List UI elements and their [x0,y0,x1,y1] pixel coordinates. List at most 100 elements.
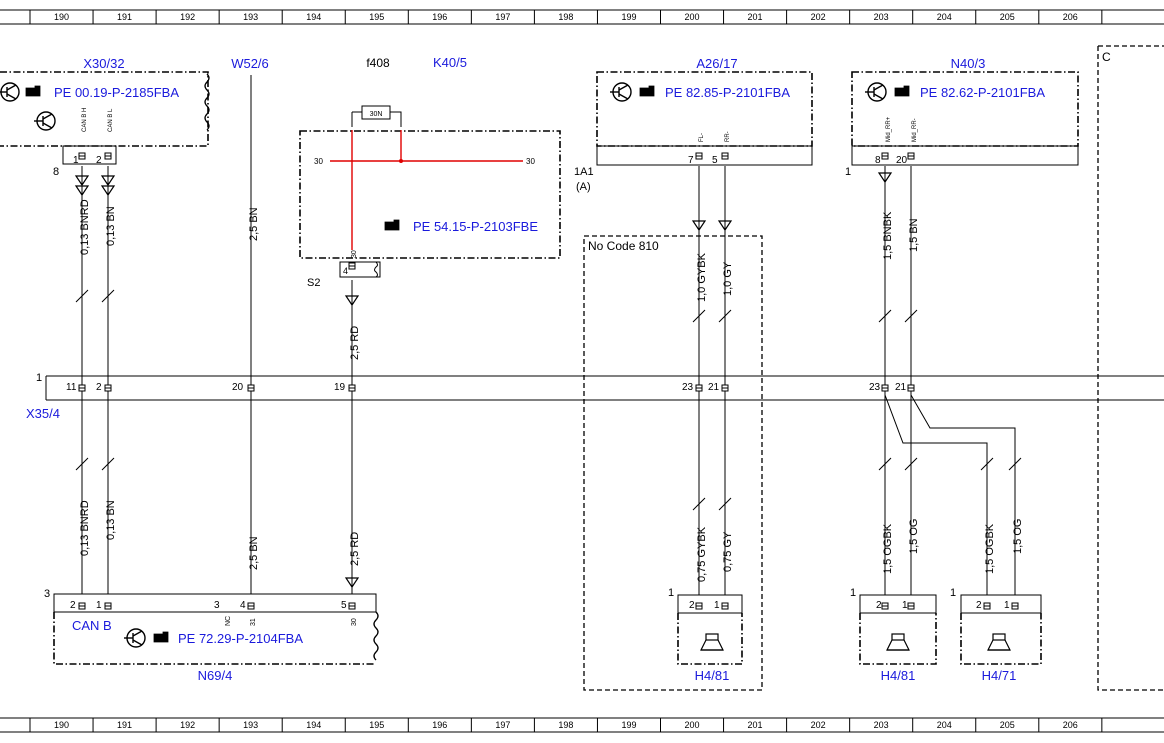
svg-text:30: 30 [526,157,535,166]
ruler-label: 205 [1000,12,1015,22]
svg-text:2: 2 [96,155,102,166]
ground-symbol-icon [123,628,146,648]
ruler-label: 190 [54,720,69,730]
wires [75,75,1022,610]
pointing-hand-icon [153,631,169,643]
speaker-icon [700,633,724,651]
svg-text:1,5 BNBK: 1,5 BNBK [882,211,894,260]
svg-text:8: 8 [875,155,881,166]
svg-text:11: 11 [66,382,77,393]
svg-text:1,5 OGBK: 1,5 OGBK [984,523,996,574]
svg-text:1,5 OG: 1,5 OG [1012,519,1024,554]
svg-text:0,75 GYBK: 0,75 GYBK [696,526,708,582]
speaker-icon [987,633,1011,651]
ruler-label: 194 [306,12,321,22]
svg-text:1,0 GY: 1,0 GY [722,261,734,296]
ruler-label: 203 [874,12,889,22]
n69-4-component: 3 2 1 3 4 5 NC 31 30 CAN B PE 72.29-P-21… [44,588,379,683]
ruler-label: 192 [180,720,195,730]
ruler-label: 203 [874,720,889,730]
a26-17-ref: PE 82.85-P-2101FBA [665,85,790,100]
ruler-label: 198 [558,720,573,730]
svg-text:23: 23 [682,382,694,393]
n40-3-label: N40/3 [951,56,986,71]
ruler-label: 195 [369,720,384,730]
svg-text:No Code 810: No Code 810 [588,239,659,253]
svg-text:21: 21 [708,382,720,393]
h4-81-label: H4/81 [881,668,916,683]
svg-text:CAN B H: CAN B H [82,108,88,132]
svg-text:2,5 BN: 2,5 BN [248,207,260,241]
pointing-hand-icon [25,85,41,97]
svg-text:1: 1 [1004,600,1010,611]
svg-text:Mid_RR+: Mid_RR+ [886,116,892,142]
ruler-label: 191 [117,720,132,730]
wire-labels: 0,13 BNRD 0,13 BN 2,5 BN 2,5 RD 1,0 GYBK… [79,199,1024,582]
svg-text:1: 1 [950,587,956,599]
svg-text:3: 3 [214,600,220,611]
ruler-label: 200 [685,12,700,22]
ruler-label: 193 [243,12,258,22]
x30-32-ref: PE 00.19-P-2185FBA [54,85,179,100]
ruler-label: 199 [621,12,636,22]
x35-4-label: X35/4 [26,406,60,421]
svg-text:7: 7 [688,155,694,166]
svg-text:FL-: FL- [699,133,705,142]
svg-text:5: 5 [341,600,347,611]
n40-3-ref: PE 82.62-P-2101FBA [920,85,1045,100]
svg-text:1,5 OGBK: 1,5 OGBK [882,523,894,574]
svg-text:8: 8 [53,166,59,178]
ruler-label: 197 [495,720,510,730]
ruler-label: 200 [685,720,700,730]
svg-text:NC: NC [225,616,232,626]
svg-text:0,13 BN: 0,13 BN [105,500,117,540]
ground-symbol-icon [609,82,632,102]
svg-text:20: 20 [896,155,908,166]
ruler-label: 196 [432,12,447,22]
a26-17-component: A26/17 PE 82.85-P-2101FBA FL- RR- 7 5 1A… [574,56,813,193]
x35-4-connector: 1 X35/4 11 2 20 19 23 21 23 21 [26,372,1164,421]
svg-text:5: 5 [712,155,718,166]
ruler-label: 201 [748,720,763,730]
svg-text:4: 4 [240,600,246,611]
n40-3-component: N40/3 PE 82.62-P-2101FBA Mid_RR+ Mid_RR-… [845,56,1079,178]
svg-text:4: 4 [343,266,348,276]
ruler-label: 192 [180,12,195,22]
svg-text:2,5 RD: 2,5 RD [349,532,361,566]
w52-6-label: W52/6 [231,56,269,71]
speaker-h4-81-b: 1 2 1 H4/81 [850,587,937,683]
pointing-hand-icon [384,219,400,231]
ruler-label: 201 [748,12,763,22]
svg-text:31: 31 [250,618,257,626]
svg-text:1: 1 [714,600,720,611]
k40-5-component: K40/5 30N 30 30 30 PE 54.15-P-2103FBE 4 … [299,55,561,289]
ruler-label: 195 [369,12,384,22]
svg-text:1A1: 1A1 [574,166,594,178]
svg-text:0,13 BN: 0,13 BN [105,206,117,246]
k40-5-label: K40/5 [433,55,467,70]
svg-text:S2: S2 [307,277,320,289]
ruler-label: 206 [1063,720,1078,730]
svg-text:2: 2 [876,600,882,611]
ruler-label: 205 [1000,720,1015,730]
n69-4-ref: PE 72.29-P-2104FBA [178,631,303,646]
svg-text:0,13 BNRD: 0,13 BNRD [79,199,91,255]
svg-text:1: 1 [36,372,42,384]
speaker-h4-81-a: 1 2 1 H4/81 [668,587,743,683]
svg-text:1,5 BN: 1,5 BN [908,218,920,252]
speaker-icon [886,633,910,651]
svg-text:2,5 BN: 2,5 BN [248,536,260,570]
ruler-label: 196 [432,720,447,730]
svg-text:Mid_RR-: Mid_RR- [912,118,918,142]
svg-text:1: 1 [668,587,674,599]
ruler-label: 204 [937,12,952,22]
svg-text:1: 1 [902,600,908,611]
x30-32-label: X30/32 [83,56,124,71]
ground-symbol-icon [0,82,20,102]
a26-17-label: A26/17 [696,56,737,71]
can-b-label: CAN B [72,618,112,633]
svg-text:1: 1 [845,166,851,178]
svg-text:30N: 30N [370,111,383,118]
svg-text:(A): (A) [576,181,591,193]
